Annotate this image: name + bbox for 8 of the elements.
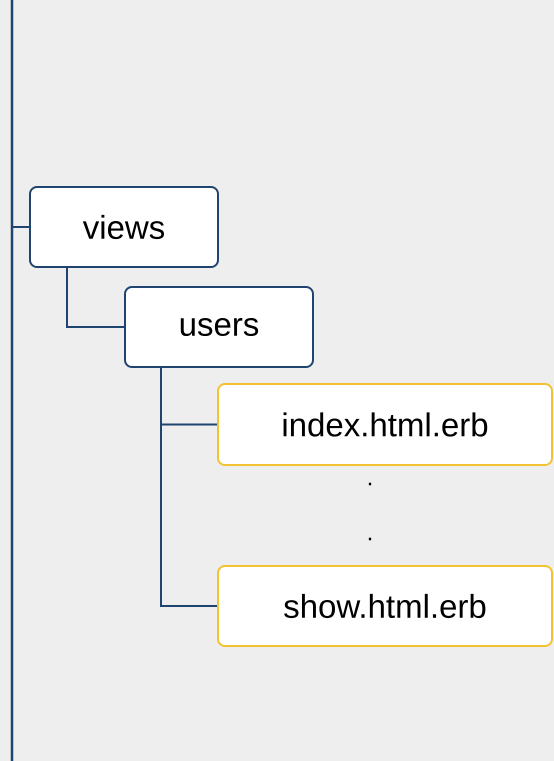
file-box: show.html.erb (217, 565, 553, 647)
folder-box: views (29, 186, 219, 268)
connector-line (66, 268, 124, 328)
file-box: index.html.erb (217, 383, 553, 466)
folder-box: users (124, 286, 314, 368)
ellipsis-dot: . (368, 538, 372, 540)
connector-line (11, 226, 29, 228)
connector-line (160, 368, 217, 607)
